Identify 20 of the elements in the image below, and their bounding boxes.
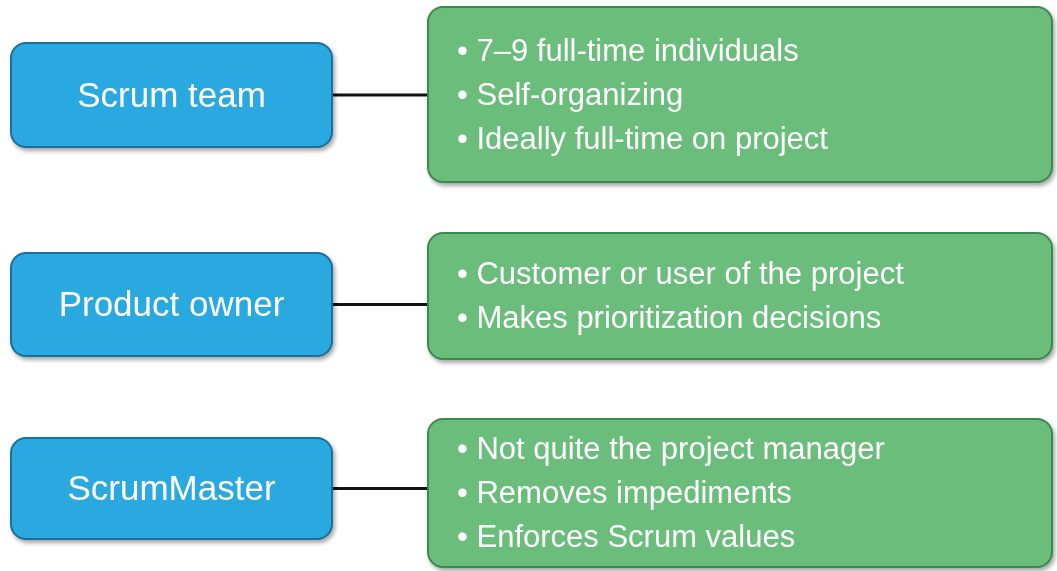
bullet-item: • Enforces Scrum values bbox=[457, 518, 796, 556]
bullet-item: • Ideally full-time on project bbox=[457, 119, 828, 158]
role-label: Scrum team bbox=[77, 73, 266, 116]
bullet-item: • Customer or user of the project bbox=[457, 255, 904, 293]
role-box bbox=[10, 437, 333, 540]
role-label: ScrumMaster bbox=[67, 467, 276, 510]
bullet-item: • Makes prioritization decisions bbox=[457, 299, 882, 337]
description-box bbox=[427, 232, 1053, 360]
role-label: Product owner bbox=[58, 283, 285, 326]
bullet-item: • Self-organizing bbox=[457, 75, 684, 114]
description-box bbox=[427, 418, 1053, 568]
connector-line bbox=[333, 93, 427, 97]
bullet-item: • 7–9 full-time individuals bbox=[457, 31, 799, 70]
bullet-item: • Removes impediments bbox=[457, 474, 792, 512]
connector-line bbox=[333, 303, 427, 306]
role-box bbox=[10, 42, 333, 148]
description-box bbox=[427, 6, 1053, 183]
connector-line bbox=[333, 487, 427, 490]
bullet-item: • Not quite the project manager bbox=[457, 430, 885, 468]
role-box bbox=[10, 252, 333, 357]
